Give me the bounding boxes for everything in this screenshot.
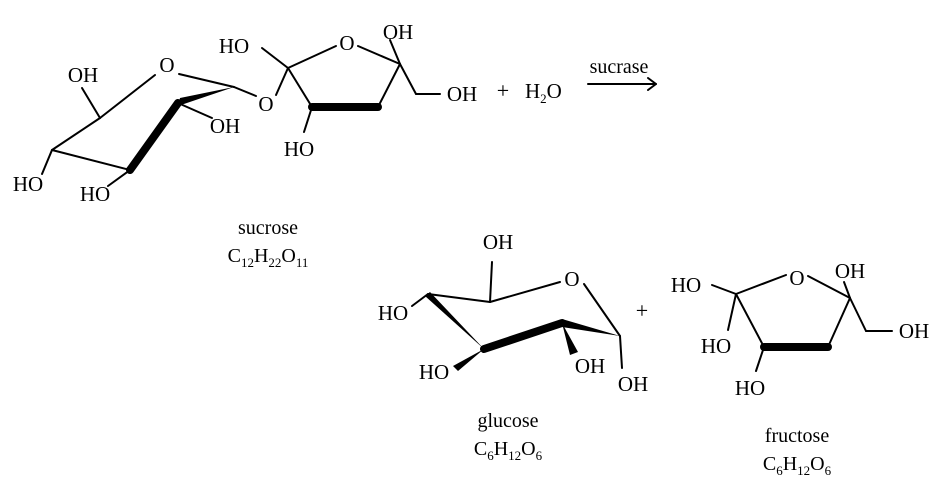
glucose-bond	[427, 293, 491, 303]
sucrose-glc-bond	[99, 74, 156, 119]
glucose-wedge	[453, 349, 484, 371]
water-formula: H2O	[525, 79, 562, 106]
reaction-arrow-head	[647, 77, 657, 91]
fructose-formula-part: O	[810, 453, 824, 475]
glucose-ho-label: HO	[378, 301, 408, 325]
glucose-oh-label: OH	[483, 230, 513, 254]
glucose-structure: OH O HO HO OH OH	[378, 230, 648, 396]
fructose-oh-label: OH	[899, 319, 929, 343]
glucose-ho-label: HO	[419, 360, 449, 384]
sucrose-fru-bond	[399, 63, 417, 95]
fructose-formula: C6H12O6	[763, 453, 832, 478]
glucose-wedge	[562, 323, 578, 355]
fructose-ho-label: HO	[735, 376, 765, 400]
glucose-bold-bond	[480, 319, 566, 353]
fructose-oh-label: OH	[835, 259, 865, 283]
sucrose-structure: OH O OH O HO HO HO O OH OH HO	[13, 20, 477, 206]
glucose-bond	[411, 293, 429, 307]
glucose-bond	[583, 283, 621, 337]
fructose-formula-part: 12	[797, 463, 810, 478]
sucrose-glc-bond	[81, 87, 101, 119]
sucrose-fru-bond	[377, 63, 401, 108]
sucrose-ring-oxygen: O	[159, 53, 174, 77]
sucrose-name: sucrose	[238, 217, 298, 239]
plus-sign: +	[497, 78, 509, 103]
sucrose-formula-part: 11	[296, 255, 309, 270]
sucrose-fru-bond	[303, 106, 313, 133]
glucose-ring-oxygen: O	[564, 267, 579, 291]
sucrose-ho-label: HO	[219, 34, 249, 58]
glucose-formula-part: O	[521, 438, 535, 460]
sucrose-formula-part: 12	[241, 255, 254, 270]
sucrose-formula-part: O	[281, 245, 295, 267]
fructose-bond	[807, 275, 851, 299]
fructose-bond	[735, 274, 787, 295]
sucrose-fru-bond	[287, 67, 313, 108]
sucrose-oh-label: OH	[210, 114, 240, 138]
sucrose-glycosidic-bond	[275, 67, 289, 96]
fructose-name: fructose	[765, 425, 830, 447]
sucrose-oh-label: OH	[447, 82, 477, 106]
sucrose-formula-part: C	[228, 245, 241, 267]
sucrose-glc-wedge	[178, 87, 234, 106]
glucose-formula-part: 6	[487, 448, 494, 463]
sucrose-glc-bond	[178, 73, 235, 88]
sucrose-bridge-oxygen: O	[258, 92, 273, 116]
fructose-bond	[735, 293, 765, 348]
sucrose-fru-bond	[287, 45, 337, 69]
fructose-structure: HO O OH HO OH HO	[671, 259, 929, 400]
glucose-formula-part: C	[474, 438, 487, 460]
fructose-bond	[843, 281, 851, 299]
glucose-bond	[489, 281, 561, 303]
glucose-formula: C6H12O6	[474, 438, 543, 463]
fructose-bond	[755, 346, 765, 372]
sucrose-glc-bond	[107, 169, 131, 187]
glucose-wedge	[562, 319, 620, 336]
fructose-formula-part: H	[783, 453, 797, 475]
glucose-bond	[619, 335, 623, 369]
sucrose-formula-part: 22	[268, 255, 281, 270]
glucose-oh-label: OH	[575, 354, 605, 378]
sucrose-glycosidic-bond	[233, 86, 257, 97]
sucrose-fru-bond	[261, 47, 289, 69]
sucrose-formula-part: H	[254, 245, 268, 267]
fructose-bond	[849, 297, 867, 332]
sucrose-oh-label: OH	[68, 63, 98, 87]
sucrose-ho-label: HO	[13, 172, 43, 196]
sucrose-fru-bond	[357, 45, 401, 65]
sucrose-glc-bond	[41, 149, 53, 175]
sucrose-fru-bond	[389, 39, 401, 65]
fructose-bond	[711, 284, 737, 295]
sucrose-ring-oxygen: O	[339, 31, 354, 55]
fructose-ho-label: HO	[701, 334, 731, 358]
fructose-bond	[827, 297, 851, 348]
glucose-formula-part: 6	[536, 448, 543, 463]
fructose-ring-oxygen: O	[789, 266, 804, 290]
glucose-name: glucose	[477, 410, 538, 432]
sucrose-ho-label: HO	[284, 137, 314, 161]
sucrose-formula: C12H22O11	[228, 245, 309, 270]
glucose-wedge	[425, 292, 484, 349]
sucrose-glc-bond	[51, 117, 101, 151]
glucose-formula-part: 12	[508, 448, 521, 463]
plus-sign: +	[636, 298, 648, 323]
sucrose-glc-bond	[51, 149, 131, 171]
sucrose-oh-label: OH	[383, 20, 413, 44]
fructose-bond	[727, 293, 737, 331]
sucrose-glc-bold-bond	[126, 99, 182, 174]
fructose-formula-part: C	[763, 453, 776, 475]
sucrose-ho-label: HO	[80, 182, 110, 206]
fructose-ho-label: HO	[671, 273, 701, 297]
fructose-formula-part: 6	[825, 463, 832, 478]
glucose-formula-part: H	[494, 438, 508, 460]
enzyme-label: sucrase	[590, 56, 649, 78]
sucrose-glc-bond	[177, 102, 213, 119]
fructose-formula-part: 6	[776, 463, 783, 478]
glucose-oh-label: OH	[618, 372, 648, 396]
glucose-bond	[489, 261, 493, 303]
